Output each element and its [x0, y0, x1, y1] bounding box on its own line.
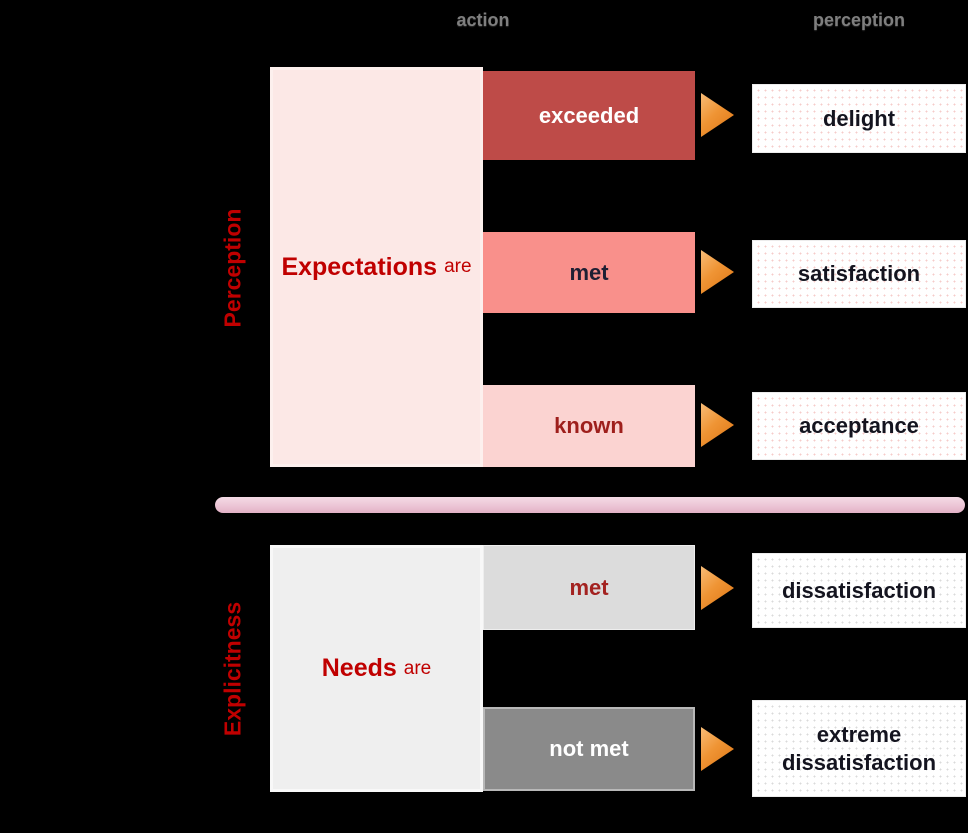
needs-label: Needs [321, 654, 397, 682]
result-delight-box: delight [752, 84, 966, 153]
arrow-right-icon [701, 93, 734, 137]
needs-box: Needs are [270, 545, 483, 792]
arrow-right-icon [701, 566, 734, 610]
expectations-are-label: are [444, 256, 472, 277]
arrow-right-icon [701, 403, 734, 447]
action-not-met-box: not met [483, 707, 695, 791]
result-acceptance-box: acceptance [752, 392, 966, 460]
column-header-perception: perception [812, 10, 905, 30]
section-divider-bar [215, 497, 965, 513]
expectations-label: Expectations [281, 252, 438, 281]
arrow-right-icon [701, 727, 734, 771]
result-satisfaction-box: satisfaction [752, 240, 966, 308]
action-met-box: met [483, 232, 695, 313]
result-dissatisfaction-box: dissatisfaction [752, 553, 966, 628]
expectations-box: Expectations are [270, 67, 483, 467]
needs-are-label: are [403, 657, 432, 679]
arrow-right-icon [701, 250, 734, 294]
axis-label-explicitness: Explicitness [219, 601, 246, 737]
action-known-box: known [483, 385, 695, 467]
column-header-action: action [456, 10, 510, 30]
action-exceeded-box: exceeded [483, 71, 695, 160]
axis-label-perception: Perception [219, 208, 246, 328]
result-extreme-dissatisfaction-box: extreme dissatisfaction [752, 700, 966, 797]
action-needs-met-box: met [483, 545, 695, 630]
